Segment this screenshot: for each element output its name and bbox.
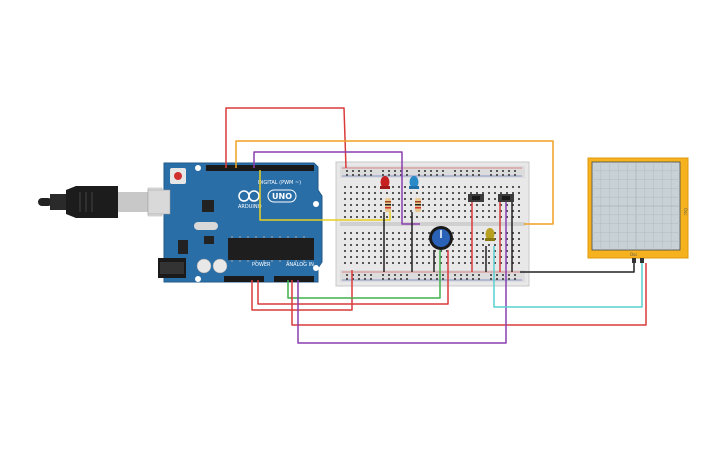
oscilloscope-grid: [592, 162, 680, 250]
arduino-brand-label: ARDUINO: [238, 204, 262, 210]
arduino-logo-icon: [238, 190, 260, 202]
wire-red-bottom-2[interactable]: [257, 250, 449, 305]
usb-port: [147, 189, 171, 215]
arduino-model-label: UNO: [272, 192, 292, 201]
wires: [225, 107, 647, 344]
resistor-1[interactable]: [385, 198, 391, 212]
digital-header: [206, 165, 314, 171]
analog-pins-label: ANALOG IN: [286, 262, 314, 268]
oscilloscope-terminal-1[interactable]: [632, 258, 636, 263]
pushbutton-1[interactable]: [468, 194, 484, 202]
oscilloscope-terminal-2[interactable]: [640, 258, 644, 263]
power-pins-label: POWER: [252, 262, 271, 268]
digital-pins-label: DIGITAL (PWM ~): [258, 180, 301, 186]
wire-purple-bottom[interactable]: [297, 200, 507, 344]
atmega-chip: [228, 238, 314, 260]
oscilloscope-side-label: Osc: [683, 208, 688, 215]
led-blue[interactable]: [409, 176, 419, 189]
oscilloscope-bottom-label: Osc: [630, 252, 637, 257]
power-header: [224, 276, 264, 282]
breadboard[interactable]: [335, 161, 530, 287]
potentiometer[interactable]: [429, 226, 453, 250]
resistor-2[interactable]: [415, 198, 421, 212]
led-red[interactable]: [380, 176, 390, 189]
wire-black-scope[interactable]: [520, 263, 635, 273]
led-yellow[interactable]: [485, 228, 495, 241]
wire-orange-top[interactable]: [235, 140, 554, 225]
usb-cable[interactable]: [38, 186, 163, 218]
wire-red-top[interactable]: [225, 107, 347, 169]
wire-cyan[interactable]: [493, 246, 643, 308]
pushbutton-2[interactable]: [498, 194, 514, 202]
analog-header: [274, 276, 314, 282]
wire-yellow[interactable]: [259, 170, 391, 221]
wire-red-scope[interactable]: [291, 263, 647, 326]
wire-red-bottom-1[interactable]: [251, 270, 353, 311]
arduino-uno-board[interactable]: ARDUINO UNO DIGITAL (PWM ~) POWER ANALOG…: [147, 162, 323, 283]
wire-purple-top[interactable]: [253, 151, 420, 225]
wire-green[interactable]: [287, 250, 441, 299]
oscilloscope[interactable]: Osc Osc: [587, 157, 689, 263]
